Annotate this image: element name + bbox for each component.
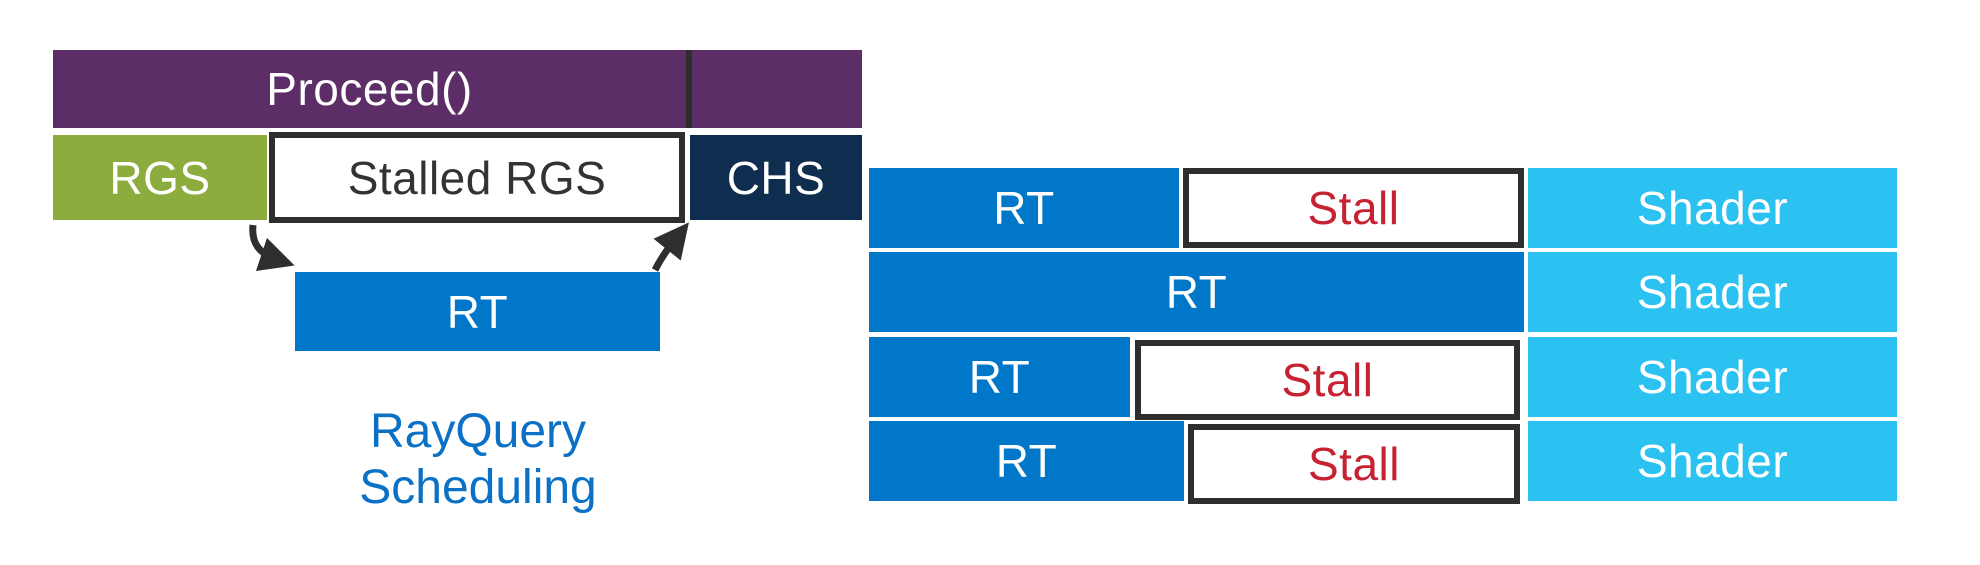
timeline-row-4: RT Stall Shader [869, 421, 1897, 504]
timeline-row-3: RT Stall Shader [869, 337, 1897, 420]
rt-segment: RT [869, 337, 1130, 417]
chs-label: CHS [726, 151, 826, 204]
rt-segment-label: RT [993, 182, 1055, 234]
shader-segment-label: Shader [1636, 266, 1789, 318]
stall-segment-label: Stall [1308, 438, 1400, 490]
shader-segment-label: Shader [1636, 435, 1789, 487]
arrow-rt-to-chs-icon [651, 222, 689, 272]
proceed-bar: Proceed() [53, 50, 686, 128]
timeline-row-1: RT Stall Shader [869, 168, 1897, 248]
stall-segment: Stall [1188, 424, 1520, 504]
rt-segment-label: RT [995, 435, 1058, 487]
proceed-bar-tail-segment [692, 50, 862, 128]
shader-segment: Shader [1528, 337, 1897, 417]
rt-bar: RT [295, 272, 660, 351]
stalled-rgs-bar: Stalled RGS [269, 132, 685, 223]
rgs-label: RGS [109, 151, 211, 204]
timeline-row-2: RT Shader [869, 252, 1897, 332]
chs-bar: CHS [690, 135, 862, 220]
proceed-bar-divider [686, 50, 692, 128]
stall-segment-label: Stall [1307, 182, 1400, 234]
rt-segment: RT [869, 252, 1524, 332]
rt-segment-label: RT [968, 351, 1031, 403]
stall-segment: Stall [1135, 340, 1520, 420]
shader-segment: Shader [1528, 421, 1897, 501]
rt-bar-label: RT [446, 285, 509, 338]
caption-rayquery-scheduling: RayQuery Scheduling [258, 404, 698, 516]
stall-segment-label: Stall [1281, 354, 1374, 406]
shader-segment: Shader [1528, 168, 1897, 248]
rt-segment: RT [869, 168, 1179, 248]
caption-line-2: Scheduling [359, 461, 597, 514]
stalled-rgs-label: Stalled RGS [347, 151, 607, 204]
caption-line-1: RayQuery [369, 405, 587, 458]
stall-segment: Stall [1183, 168, 1524, 248]
rt-segment: RT [869, 421, 1184, 501]
arrow-stalledrgs-to-rt-icon [249, 224, 295, 272]
shader-segment-label: Shader [1636, 351, 1789, 403]
shader-segment: Shader [1528, 252, 1897, 332]
proceed-label: Proceed() [266, 63, 473, 115]
shader-segment-label: Shader [1636, 182, 1789, 234]
rt-segment-label: RT [1165, 266, 1228, 318]
rgs-bar: RGS [53, 135, 267, 220]
